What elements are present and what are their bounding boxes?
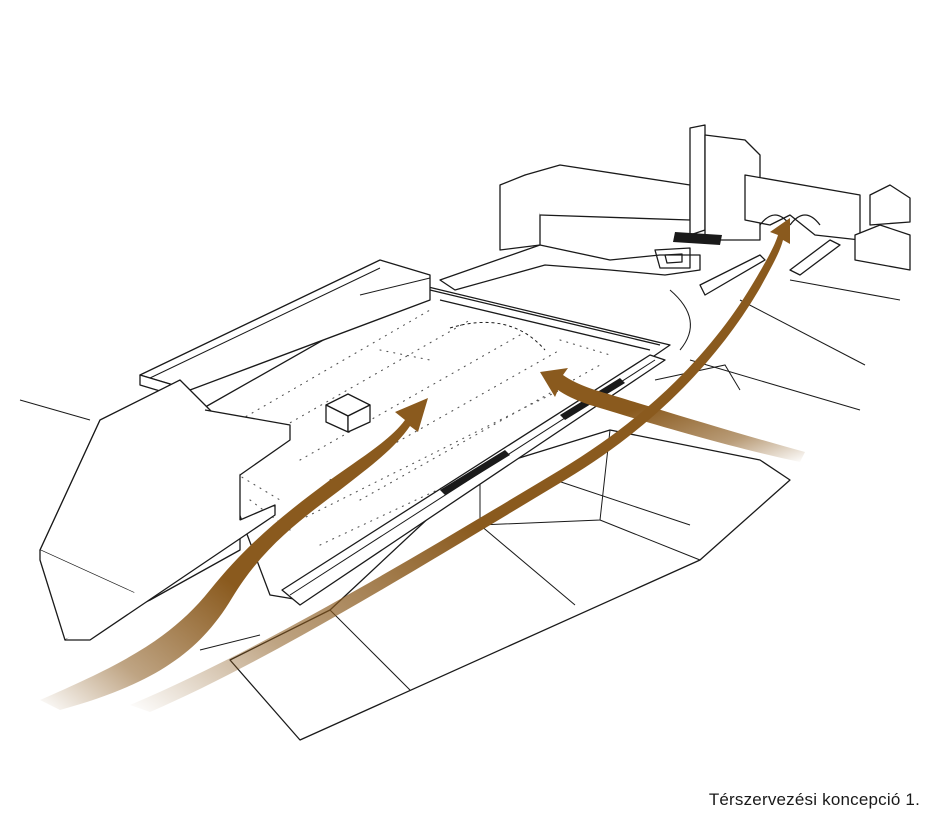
drawing-caption: Térszervezési koncepció 1.: [709, 790, 920, 810]
